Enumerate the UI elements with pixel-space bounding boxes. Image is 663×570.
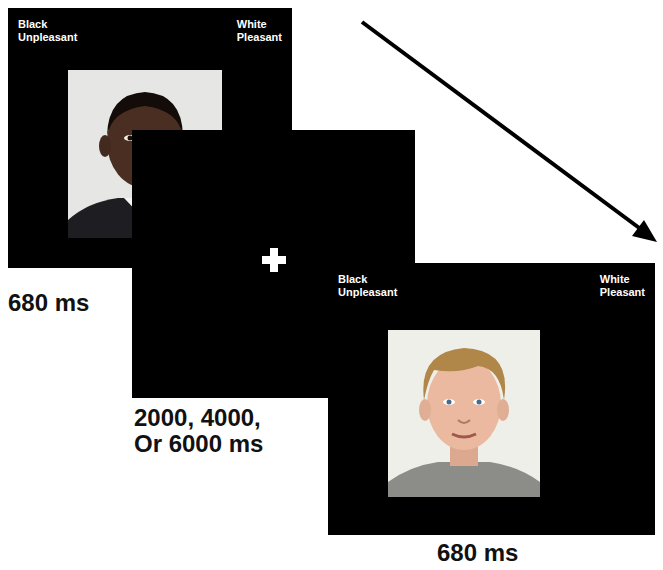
face-photo bbox=[388, 330, 540, 497]
category-label: White Pleasant bbox=[600, 273, 645, 298]
screen-header: Black Unpleasant White Pleasant bbox=[8, 8, 292, 43]
screen-header: Black Unpleasant White Pleasant bbox=[328, 263, 655, 298]
category-label: Black Unpleasant bbox=[18, 18, 77, 43]
arrow-head bbox=[632, 220, 657, 242]
category-label: Black Unpleasant bbox=[338, 273, 397, 298]
timing-label: 680 ms bbox=[437, 540, 557, 566]
timing-label: 2000, 4000, Or 6000 ms bbox=[134, 405, 294, 458]
category-label: White Pleasant bbox=[237, 18, 282, 43]
timing-label: 680 ms bbox=[8, 290, 128, 316]
stimulus-screen: Black Unpleasant White Pleasant bbox=[328, 263, 655, 535]
